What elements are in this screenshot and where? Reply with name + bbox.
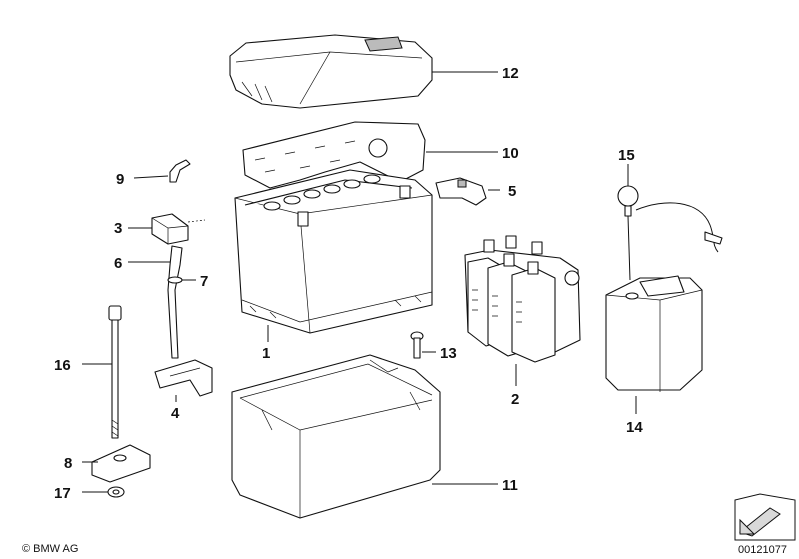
part-9-vent-elbow[interactable] <box>169 159 191 183</box>
callout-16: 16 <box>54 357 71 374</box>
copyright-text: © BMW AG <box>22 543 78 555</box>
callout-17: 17 <box>54 485 71 502</box>
callout-labels: 12 10 5 9 3 6 7 4 1 16 8 17 13 2 11 15 1… <box>54 65 643 502</box>
diagram-number: 00121077 <box>738 544 787 556</box>
leader-lines <box>82 71 637 493</box>
callout-7: 7 <box>200 273 208 290</box>
callout-8: 8 <box>64 455 72 472</box>
part-12-battery-cover[interactable] <box>229 34 433 109</box>
part-15-filling-hose[interactable] <box>617 185 723 281</box>
callout-14: 14 <box>626 419 643 436</box>
callout-13: 13 <box>440 345 457 362</box>
callout-2: 2 <box>511 391 519 408</box>
arrow-sheet-icon <box>734 493 796 541</box>
part-2-electrolyte-bottles[interactable] <box>464 235 581 363</box>
part-10-holding-plate[interactable] <box>242 121 426 189</box>
callout-9: 9 <box>116 171 124 188</box>
callout-15: 15 <box>618 147 635 164</box>
part-8-clamp[interactable] <box>91 444 151 483</box>
callout-6: 6 <box>114 255 122 272</box>
part-5-bracket-clip[interactable] <box>435 177 487 206</box>
callout-3: 3 <box>114 220 122 237</box>
callout-1: 1 <box>262 345 270 362</box>
callout-10: 10 <box>502 145 519 162</box>
callout-4: 4 <box>171 405 180 422</box>
part-4-bracket[interactable] <box>154 359 213 397</box>
part-11-battery-tray[interactable] <box>231 354 441 519</box>
part-16-tie-rod[interactable] <box>108 305 122 439</box>
part-17-nut[interactable] <box>107 486 125 498</box>
callout-5: 5 <box>508 183 516 200</box>
part-14-distilled-water-canister[interactable] <box>605 275 703 392</box>
part-13-screw[interactable] <box>410 331 424 359</box>
callout-12: 12 <box>502 65 519 82</box>
callout-11: 11 <box>502 477 518 494</box>
part-6-vent-hose[interactable] <box>167 245 183 359</box>
part-3-terminal-holder[interactable] <box>151 213 206 245</box>
part-1-battery[interactable] <box>234 169 433 334</box>
